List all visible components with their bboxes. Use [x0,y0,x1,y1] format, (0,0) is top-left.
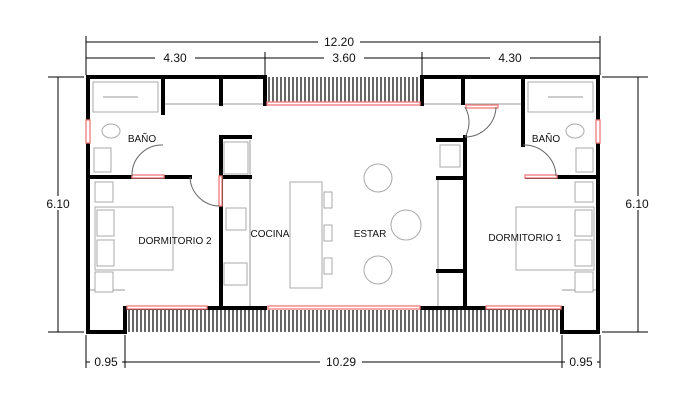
toilet-left [101,123,121,139]
room-label-estar: ESTAR [354,229,387,240]
armchair [363,163,393,193]
sink-left [93,147,112,173]
fridge [223,141,249,175]
doors [131,106,557,207]
room-label-dormitorio-2: DORMITORIO 2 [138,236,212,247]
armchair [363,255,393,285]
coffee-table [390,209,422,241]
room-label-bano-left: BAÑO [128,132,157,145]
room-label-cocina: COCINA [251,229,290,240]
dim-height-left: 6.10 [46,197,70,211]
stove [223,262,248,286]
walls [86,75,600,334]
windows [85,101,601,310]
dim-total-width: 12.20 [324,35,354,49]
washer [439,144,461,168]
sink-right [575,147,594,173]
room-label-dormitorio-1: DORMITORIO 1 [488,233,562,244]
rear-terrace [125,310,562,332]
kitchen-island [289,181,323,289]
dim-right-width: 4.30 [498,51,522,65]
closets [90,103,596,308]
dim-bottom-center: 10.29 [326,355,356,369]
dim-center-width: 3.60 [332,51,356,65]
dim-height-right: 6.10 [625,197,649,211]
toilet-right [565,123,585,139]
kitchen-sink [225,207,247,231]
furniture [92,81,595,293]
dim-bottom-left: 0.95 [94,355,118,369]
room-label-bano-right: BAÑO [532,132,561,145]
front-terrace [265,77,422,103]
dim-bottom-right: 0.95 [569,355,593,369]
dim-left-width: 4.30 [163,51,187,65]
